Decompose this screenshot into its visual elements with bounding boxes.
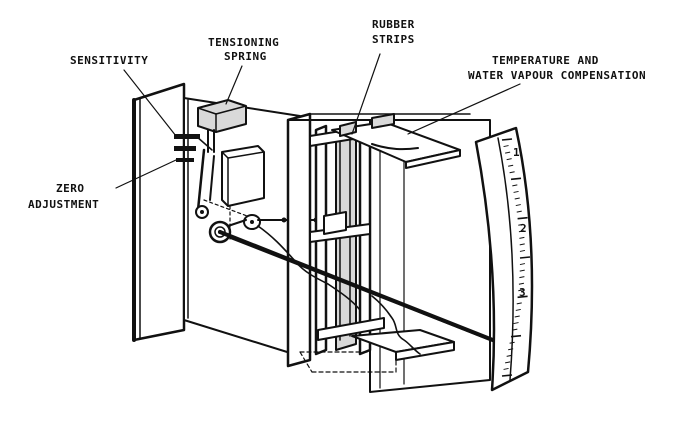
- scale-tick: [518, 223, 524, 226]
- scale-tick: [506, 354, 512, 357]
- scale-ticks: [501, 138, 531, 377]
- zero-adjustment-knob: [195, 205, 209, 219]
- scale-tick: [505, 151, 511, 154]
- scale-number-2: 2: [520, 222, 527, 235]
- scale-tick: [508, 164, 514, 167]
- label-zero-adjustment-line1: ZERO: [56, 182, 85, 195]
- scale-tick: [516, 302, 522, 305]
- sensitivity-screws: [174, 134, 213, 162]
- label-rubber-strips-line2: STRIPS: [372, 33, 415, 46]
- compensation-plate-top: [331, 113, 461, 169]
- scale-tick: [513, 190, 519, 193]
- scale-tick: [514, 197, 520, 200]
- scale-tick: [509, 171, 515, 174]
- scale-tick: [519, 256, 531, 259]
- scale-tick: [510, 334, 522, 338]
- scale-tick: [518, 282, 525, 285]
- scale-tick: [519, 263, 526, 266]
- scale-tick: [513, 322, 519, 325]
- scale-tick: [519, 236, 525, 239]
- scale-tick: [512, 184, 518, 187]
- scale-tick: [509, 341, 515, 344]
- scale-tick: [501, 374, 513, 377]
- scale-tick: [505, 361, 511, 364]
- scale-tick: [517, 295, 528, 299]
- left-mounting-plate: [132, 82, 186, 342]
- label-rubber-strips-line1: RUBBER: [372, 18, 415, 31]
- back-panel: [183, 97, 301, 357]
- scale-tick: [503, 145, 509, 148]
- adjustment-block: [221, 145, 265, 207]
- labels: SENSITIVITY TENSIONING SPRING RUBBER STR…: [28, 18, 646, 211]
- scale-tick: [519, 269, 525, 272]
- scale-tick: [501, 138, 513, 141]
- scale-tick: [506, 158, 512, 161]
- scale-tick: [519, 249, 526, 252]
- label-zero-adjustment-line2: ADJUSTMENT: [28, 198, 99, 211]
- scale-tick: [508, 348, 514, 351]
- scale-tick: [512, 328, 518, 331]
- scale-number-1: 1: [513, 146, 520, 159]
- scale-tick: [519, 276, 525, 279]
- scale-tick: [503, 367, 509, 370]
- scale-number-3: 3: [519, 286, 526, 299]
- scale-tick: [518, 230, 525, 233]
- scale-tick: [515, 308, 521, 311]
- connecting-wires: [257, 225, 421, 355]
- tensioning-spring-housing: [197, 99, 247, 153]
- scale-tick: [517, 216, 528, 220]
- label-temperature-line1: TEMPERATURE AND: [492, 54, 599, 67]
- leader-lines: [115, 53, 521, 189]
- scale-tick: [519, 243, 525, 246]
- scale-tick: [514, 315, 520, 318]
- label-temperature-line2: WATER VAPOUR COMPENSATION: [468, 69, 646, 82]
- scale-tick: [516, 210, 522, 213]
- label-tensioning-spring-line1: TENSIONING: [208, 36, 279, 49]
- label-sensitivity: SENSITIVITY: [70, 54, 148, 67]
- label-tensioning-spring-line2: SPRING: [224, 50, 267, 63]
- scale-tick: [510, 177, 522, 181]
- curved-scale: 1 2 3: [474, 126, 534, 392]
- scale-tick: [515, 204, 521, 207]
- scale-tick: [518, 289, 524, 292]
